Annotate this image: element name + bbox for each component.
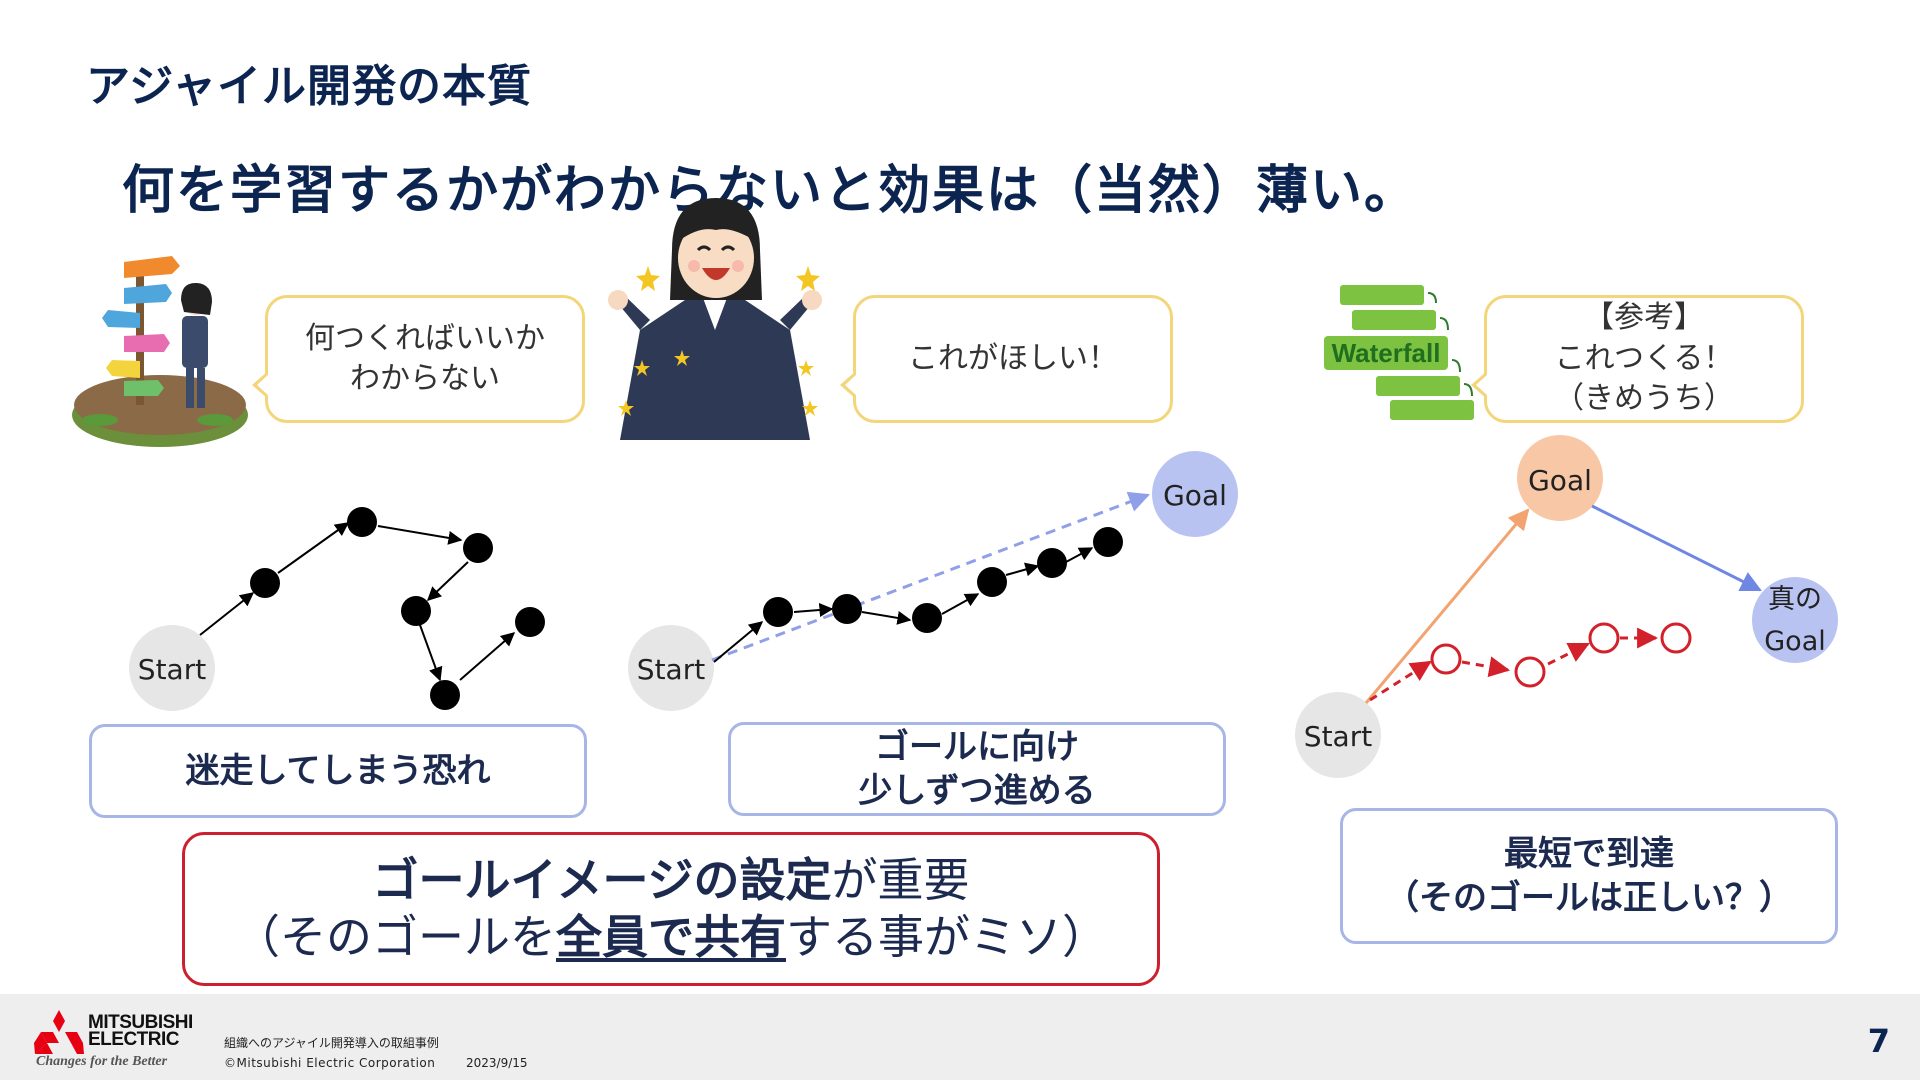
key-text: が重要	[831, 852, 970, 907]
company-tagline: Changes for the Better	[36, 1054, 168, 1069]
waterfall-illustration: Waterfall	[1324, 285, 1474, 420]
path-node	[912, 603, 942, 633]
speech-bubble-reference: 【参考】 これつくる！ （きめうち）	[1471, 295, 1804, 423]
path-node	[1037, 548, 1067, 578]
bubble-text-line1: これがほしい！	[908, 340, 1118, 376]
caption-box-incremental: ゴールに向け 少しずつ進める	[728, 722, 1226, 816]
caption-line2: 少しずつ進める	[858, 771, 1096, 811]
key-text: する事がミソ）	[786, 910, 1108, 964]
key-text: （そのゴールを	[234, 910, 556, 964]
path-node	[463, 533, 493, 563]
caption-box-wandering: 迷走してしまう恐れ	[89, 724, 587, 818]
caption-line1: 迷走してしまう恐れ	[185, 750, 491, 791]
footer-bar	[0, 994, 1920, 1080]
company-line1: MITSUBISHI	[88, 1012, 193, 1033]
wandering-path-diagram: Start	[129, 507, 545, 711]
key-underlined: 全員で共有	[556, 910, 786, 964]
waterfall-text: Waterfall	[1332, 338, 1441, 368]
path-node	[1588, 622, 1620, 654]
path-node	[1093, 527, 1123, 557]
company-line2: ELECTRIC	[88, 1029, 179, 1050]
path-node	[1514, 656, 1546, 688]
document-date: 2023/9/15	[466, 1056, 528, 1070]
path-node	[832, 594, 862, 624]
panel2-goal-label: Goal	[1163, 479, 1227, 512]
path-node	[763, 597, 793, 627]
key-message-box: ゴールイメージの設定が重要 （そのゴールを全員で共有する事がミソ）	[182, 832, 1160, 986]
panel3-goal-label: Goal	[1528, 464, 1592, 497]
caption-box-waterfall: 最短で到達 （そのゴールは正しい？）	[1340, 808, 1838, 944]
slide-title: アジャイル開発の本質	[86, 61, 533, 112]
path-node	[1660, 622, 1692, 654]
path-node	[347, 507, 377, 537]
key-message-line2: （そのゴールを全員で共有する事がミソ）	[234, 909, 1108, 967]
caption-line1: ゴールに向け	[875, 726, 1079, 767]
incremental-path-diagram: Start Goal	[628, 451, 1238, 711]
path-node	[977, 567, 1007, 597]
true-goal-label-line2: Goal	[1764, 626, 1826, 657]
path-node	[401, 596, 431, 626]
bubble-text-line1: 【参考】	[1584, 300, 1704, 336]
bubble-text-line2: これつくる！	[1554, 340, 1734, 376]
panel3-start-label: Start	[1304, 720, 1372, 753]
true-goal-label-line1: 真の	[1768, 584, 1822, 615]
bubble-text-line1: 何つくればいいか	[305, 320, 545, 356]
path-node	[515, 607, 545, 637]
path-node	[430, 680, 460, 710]
signpost-illustration	[72, 256, 248, 447]
caption-line2: （そのゴールは正しい？）	[1385, 878, 1793, 918]
caption-line1: 最短で到達	[1504, 833, 1674, 874]
path-node	[250, 568, 280, 598]
document-title: 組織へのアジャイル開発導入の取組事例	[224, 1036, 439, 1050]
company-name: MITSUBISHI ELECTRIC	[88, 1012, 193, 1050]
waterfall-path-diagram: Start Goal 真の Goal	[1295, 435, 1838, 778]
panel2-start-label: Start	[637, 653, 705, 686]
diagram-canvas: Waterfall Start Start Goal	[72, 198, 1838, 778]
key-emphasis: ゴールイメージの設定	[372, 852, 832, 907]
copyright: ©Mitsubishi Electric Corporation	[224, 1056, 436, 1070]
bubble-text-line2: わからない	[350, 361, 500, 396]
speech-bubble-want: これがほしい！	[840, 295, 1173, 423]
path-node	[1430, 643, 1462, 675]
page-number: 7	[1867, 1022, 1890, 1060]
mitsubishi-logo-icon	[34, 1010, 84, 1054]
speech-bubble-unsure: 何つくればいいか わからない	[252, 295, 585, 423]
key-message-line1: ゴールイメージの設定が重要	[372, 852, 969, 910]
happy-person-illustration	[608, 198, 822, 440]
panel1-start-label: Start	[138, 653, 206, 686]
headline: 何を学習するかがわからないと効果は（当然）薄い。	[122, 161, 1419, 221]
bubble-text-line3: （きめうち）	[1554, 381, 1734, 417]
